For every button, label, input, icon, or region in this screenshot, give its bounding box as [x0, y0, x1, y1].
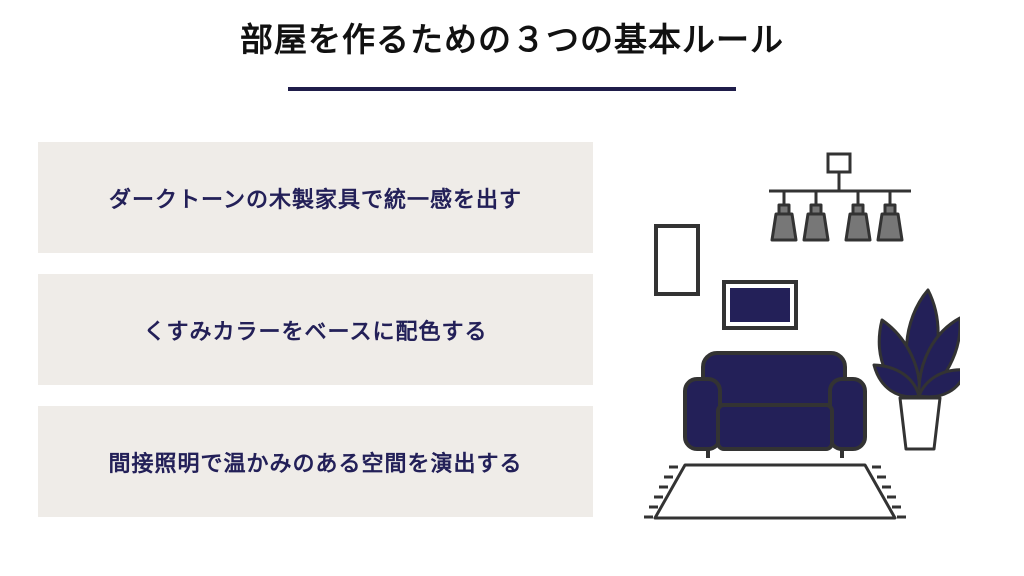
rule-card-1: ダークトーンの木製家具で統一感を出す: [38, 142, 593, 253]
potted-plant-icon: [872, 288, 960, 451]
title-underline: [288, 87, 736, 91]
rug-icon: [644, 463, 906, 520]
ceiling-lamp-icon: [769, 152, 911, 242]
rule-text-2: くすみカラーをベースに配色する: [143, 319, 488, 345]
rule-text-1: ダークトーンの木製家具で統一感を出す: [109, 187, 522, 213]
room-illustration: [644, 152, 960, 520]
wall-frame-icon: [654, 224, 700, 296]
rule-card-2: くすみカラーをベースに配色する: [38, 274, 593, 385]
wall-picture-icon: [722, 280, 798, 330]
page-title: 部屋を作るための３つの基本ルール: [240, 20, 784, 59]
rule-card-3: 間接照明で温かみのある空間を演出する: [38, 406, 593, 517]
sofa-icon: [683, 351, 867, 458]
rule-text-3: 間接照明で温かみのある空間を演出する: [108, 451, 523, 477]
